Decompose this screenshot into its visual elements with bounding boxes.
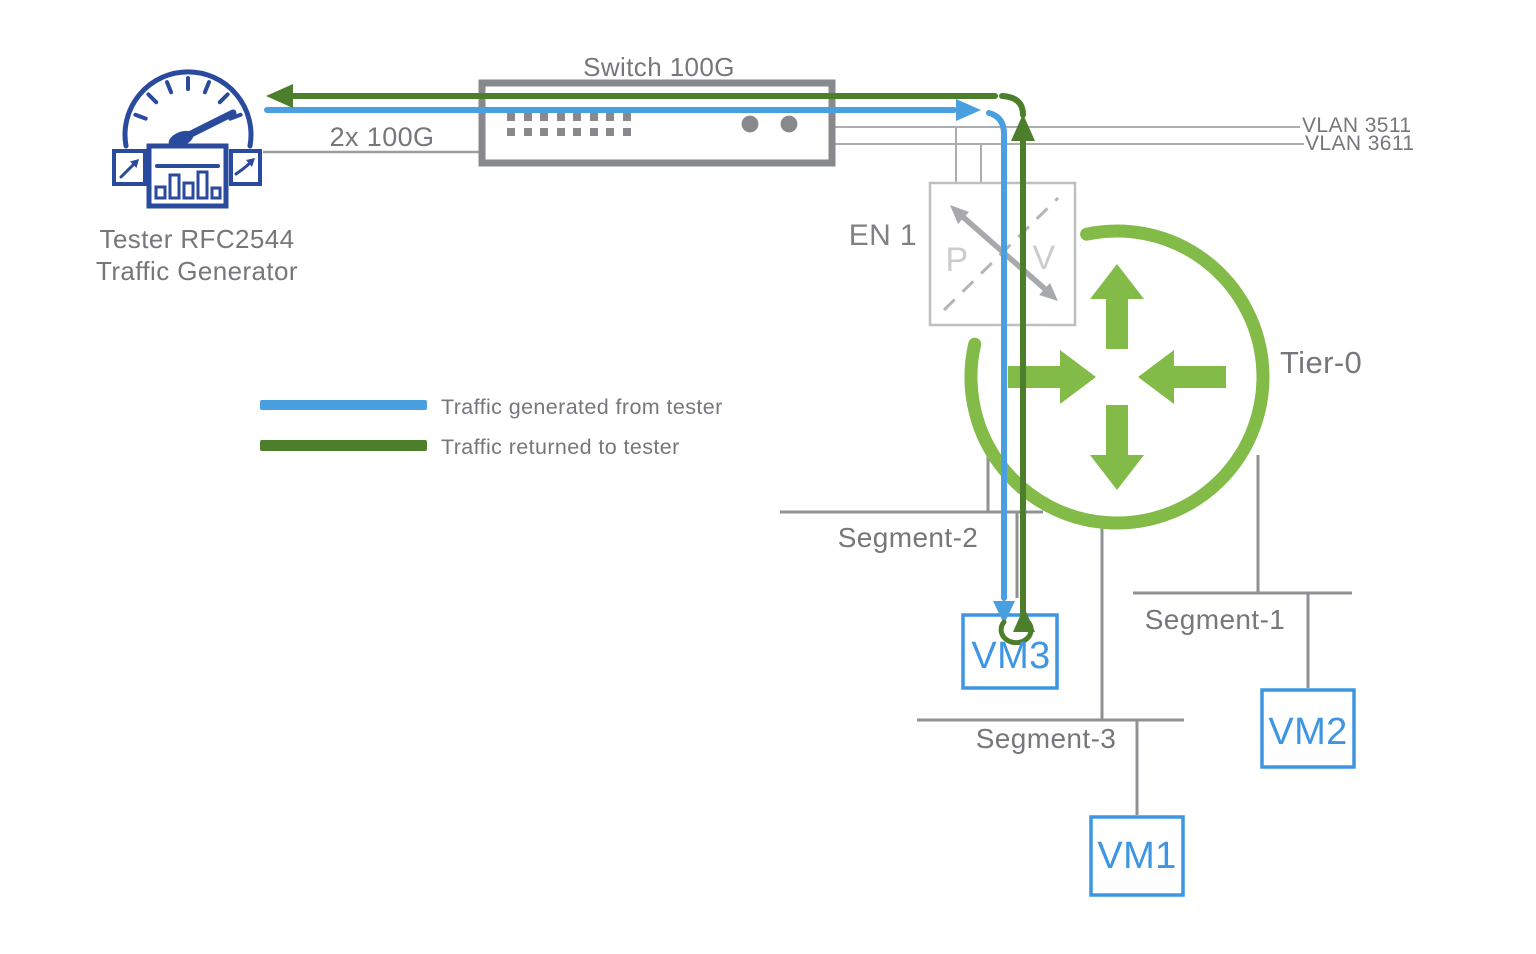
traffic-returned-path	[266, 84, 1035, 646]
legend: Traffic generated from tester Traffic re…	[260, 395, 723, 459]
vm-boxes	[961, 613, 1356, 897]
vlan-3611-label: VLAN 3611	[1305, 132, 1414, 155]
traffic-returned-arrowheads	[266, 84, 1035, 632]
switch-label: Switch 100G	[583, 52, 735, 82]
traffic-generated-path	[264, 99, 1015, 624]
vm1-box	[1089, 815, 1185, 897]
vlan-3511-label: VLAN 3511	[1302, 114, 1411, 137]
segment2-label: Segment-2	[838, 522, 979, 553]
tester-label-line2: Traffic Generator	[96, 256, 298, 286]
tier0-label: Tier-0	[1280, 345, 1362, 380]
segment3-label: Segment-3	[976, 723, 1117, 754]
legend-generated-label: Traffic generated from tester	[441, 395, 723, 419]
segment-lines	[780, 446, 1352, 815]
vm2-label: VM2	[1268, 711, 1347, 753]
tester-label-line1: Tester RFC2544	[100, 224, 295, 254]
vm3-label: VM3	[971, 635, 1050, 677]
tester-bar-chart	[154, 170, 222, 200]
legend-returned-swatch	[260, 440, 427, 451]
tier0-arrows	[1008, 264, 1226, 490]
segment1-label: Segment-1	[1145, 604, 1286, 635]
vlan-trunk-lines	[832, 126, 1304, 183]
vm2-box	[1260, 688, 1356, 769]
tester-gauge-icon	[112, 69, 262, 209]
link-label: 2x 100G	[330, 122, 435, 152]
legend-generated-swatch	[260, 400, 427, 410]
en-p-label: P	[945, 241, 968, 279]
en-v-label: V	[1032, 239, 1055, 277]
legend-returned-label: Traffic returned to tester	[441, 435, 680, 459]
traffic-generated-arrowheads	[956, 99, 1015, 624]
vm3-box	[961, 613, 1059, 690]
vm1-label: VM1	[1097, 835, 1176, 877]
tier0-router-icon	[964, 224, 1270, 530]
switch-ports	[507, 113, 798, 136]
edge-node-label: EN 1	[849, 219, 917, 252]
